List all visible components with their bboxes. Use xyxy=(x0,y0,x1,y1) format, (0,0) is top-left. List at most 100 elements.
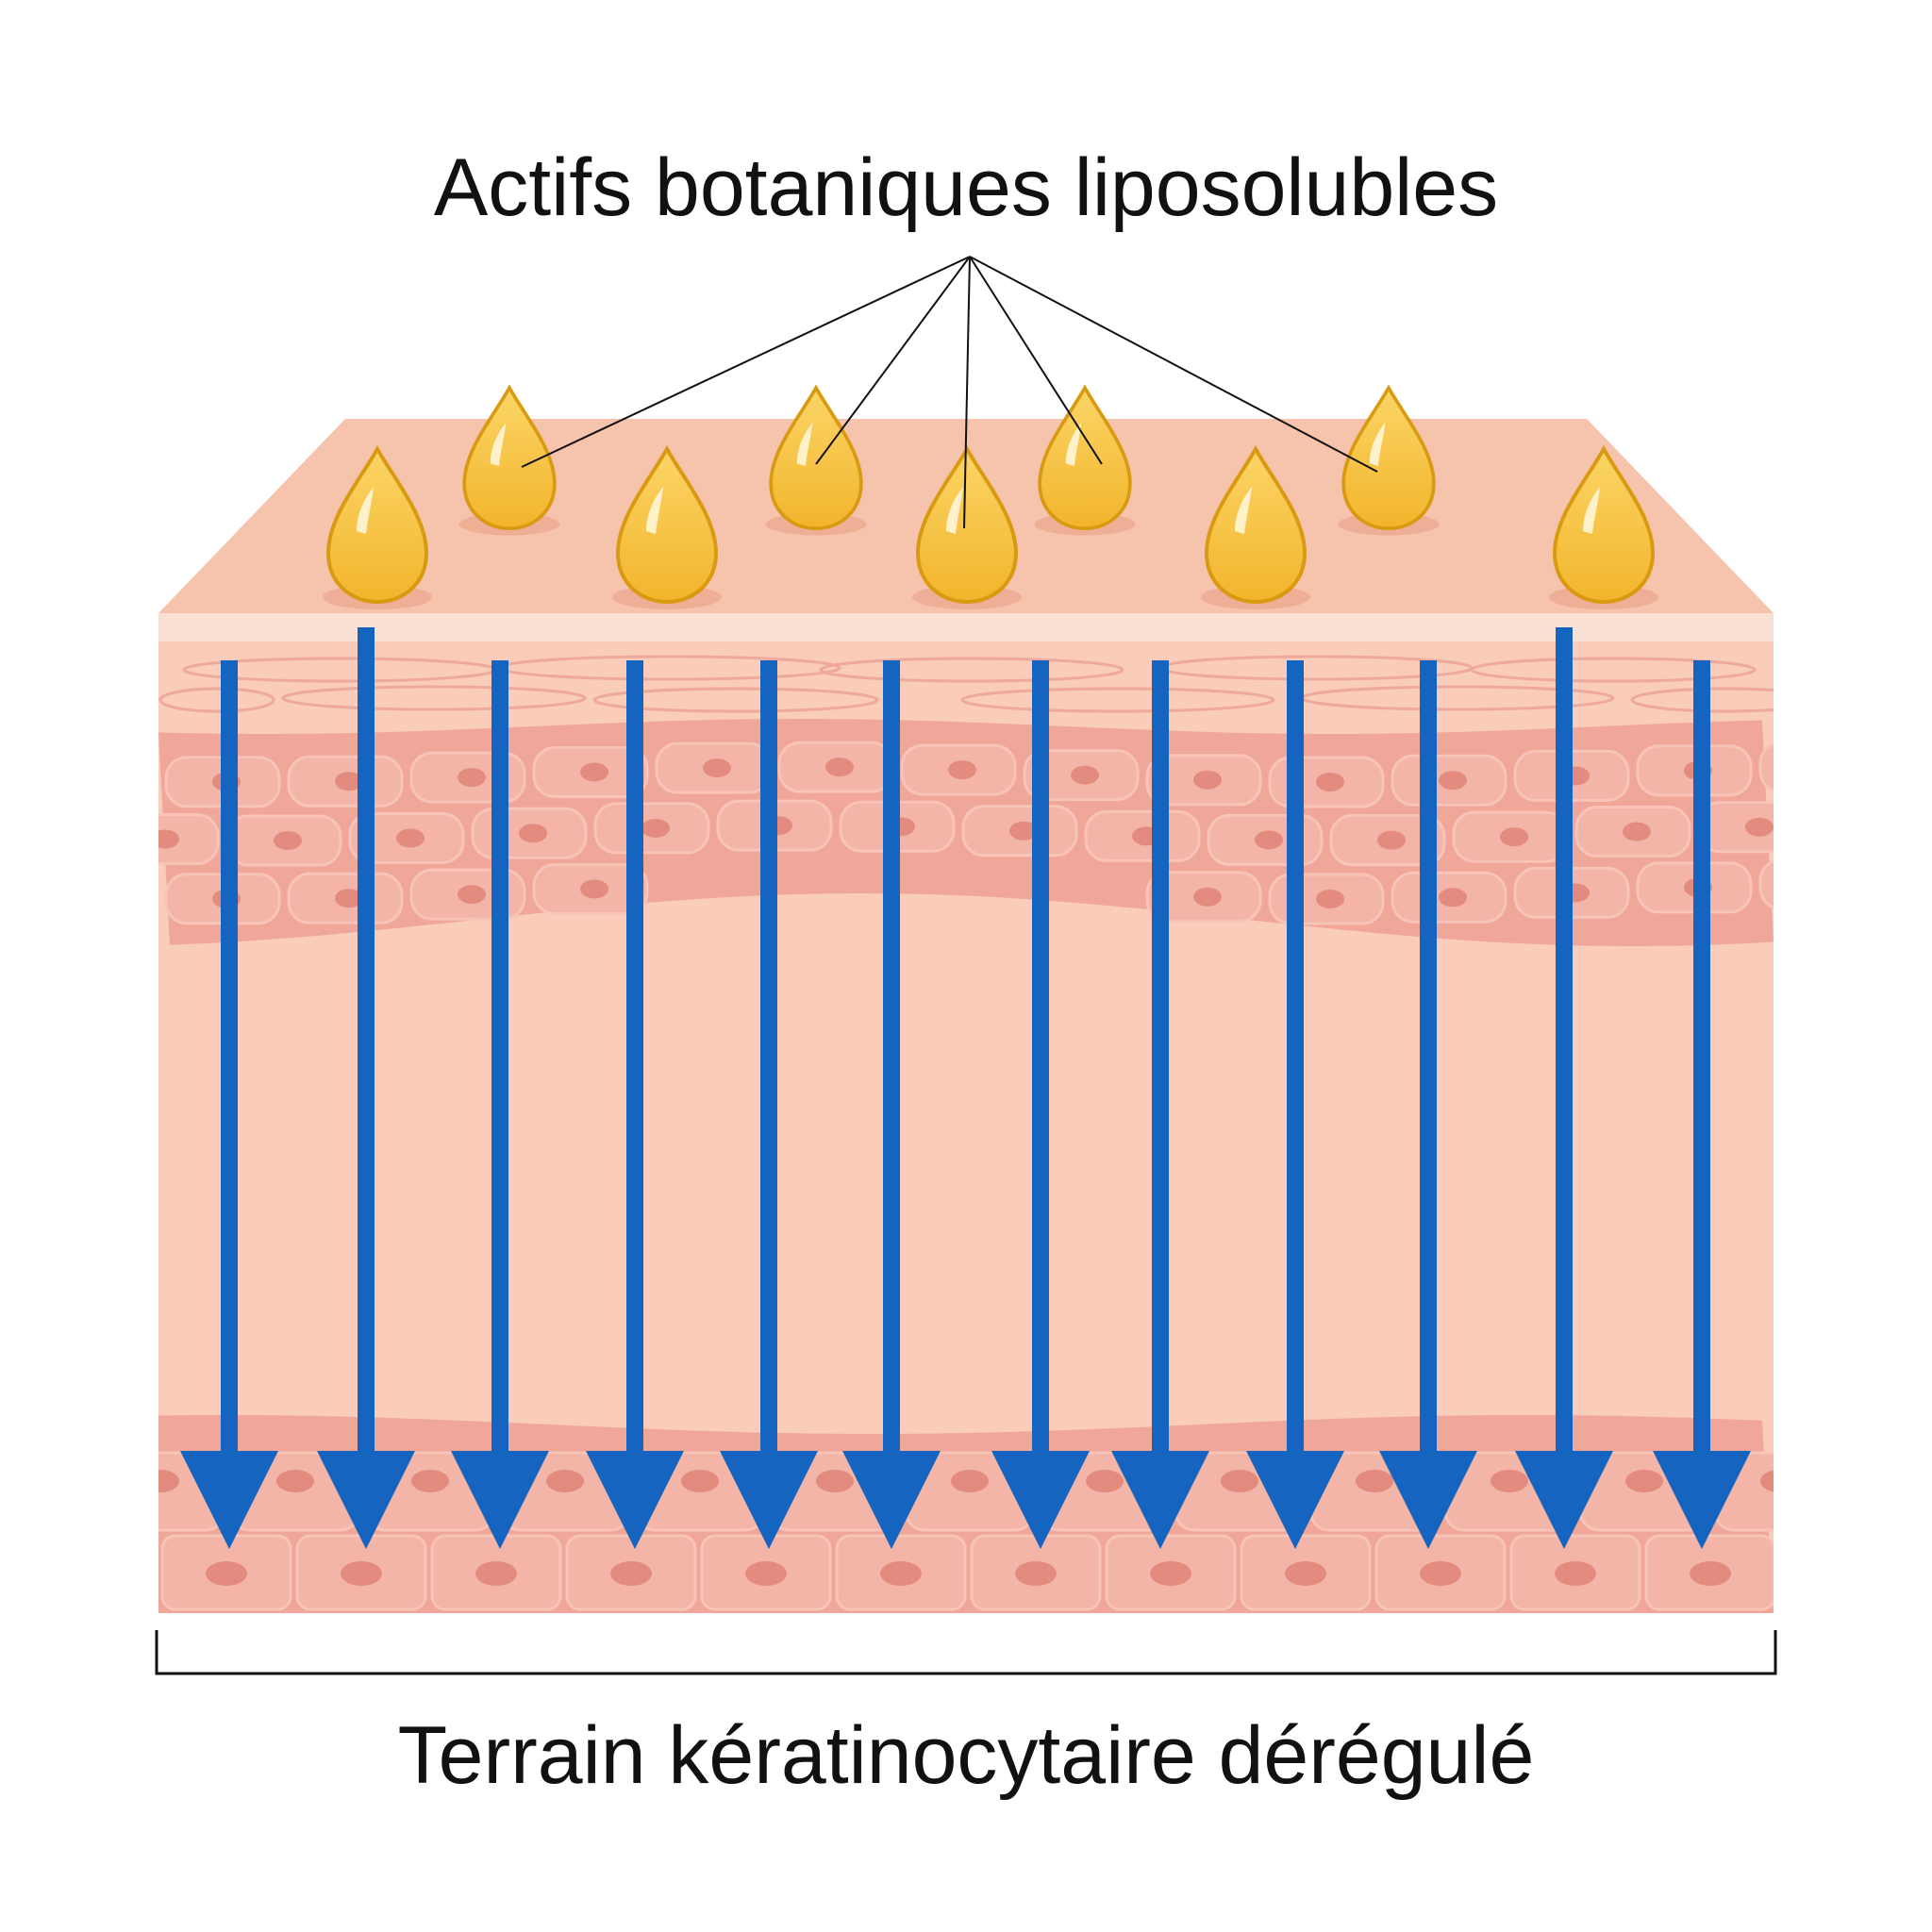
cell-nucleus xyxy=(948,760,976,780)
cell-nucleus xyxy=(703,758,731,778)
arrow-head xyxy=(720,1451,818,1549)
arrow-head xyxy=(180,1451,278,1549)
cell-nucleus xyxy=(1807,874,1835,893)
cell-nucleus xyxy=(335,772,363,791)
cell-nucleus xyxy=(1221,1470,1258,1492)
cell-nucleus xyxy=(1760,1470,1774,1492)
cell-nucleus xyxy=(1009,821,1038,841)
cell-nucleus xyxy=(158,1470,179,1492)
arrow-head xyxy=(1515,1451,1613,1549)
droplet-highlight xyxy=(796,422,813,466)
cell-nucleus xyxy=(1071,765,1099,785)
arrow-down-icon xyxy=(180,660,278,1549)
arrow-shaft xyxy=(1152,660,1169,1500)
cell-nucleus xyxy=(1623,822,1651,841)
cell-nucleus xyxy=(411,1470,449,1492)
arrow-head xyxy=(317,1451,415,1549)
leader-line xyxy=(969,256,1378,473)
arrow-down-icon xyxy=(1111,660,1209,1549)
cell-nucleus xyxy=(519,824,547,843)
arrow-head xyxy=(1653,1451,1751,1549)
cell-nucleus xyxy=(1086,1470,1124,1492)
cell-nucleus xyxy=(1150,1561,1191,1586)
oil-droplet-icon xyxy=(325,444,429,605)
cell-nucleus xyxy=(1439,771,1467,791)
cell-nucleus xyxy=(580,879,608,899)
cell-nucleus xyxy=(1316,772,1344,791)
arrow-shaft xyxy=(1287,660,1304,1500)
cell-nucleus xyxy=(1193,770,1222,790)
epidermis-cell xyxy=(1758,742,1774,792)
oil-droplet-icon xyxy=(1204,444,1307,605)
arrow-shaft xyxy=(491,660,508,1500)
droplet-body xyxy=(1038,384,1132,531)
droplet-highlight xyxy=(946,487,963,534)
droplet-highlight xyxy=(1583,487,1600,534)
arrow-down-icon xyxy=(991,660,1090,1549)
leader-line xyxy=(521,256,971,468)
arrow-shaft xyxy=(626,660,643,1500)
droplet-highlight xyxy=(357,487,374,534)
cell-nucleus xyxy=(158,829,179,849)
arrow-down-icon xyxy=(1379,660,1477,1549)
lamella xyxy=(1470,657,1757,683)
cell-nucleus xyxy=(1255,830,1283,850)
oil-droplet-icon xyxy=(915,444,1019,605)
arrow-down-icon xyxy=(1246,660,1344,1549)
arrow-shaft xyxy=(1556,627,1573,1467)
arrow-shaft xyxy=(221,660,238,1500)
arrow-shaft xyxy=(1032,660,1049,1500)
arrow-down-icon xyxy=(720,660,818,1549)
cell-nucleus xyxy=(580,762,608,782)
cell-nucleus xyxy=(641,818,670,838)
arrow-shaft xyxy=(760,660,777,1500)
cell-nucleus xyxy=(1690,1561,1731,1586)
cell-nucleus xyxy=(475,1561,517,1586)
cell-nucleus xyxy=(1807,758,1835,776)
cell-nucleus xyxy=(1377,830,1406,850)
arrow-shaft xyxy=(1693,660,1710,1500)
arrow-shaft xyxy=(883,660,900,1500)
arrow-shaft xyxy=(1420,660,1437,1500)
droplet-highlight xyxy=(1235,487,1252,534)
oil-droplet-icon xyxy=(615,444,719,605)
cell-nucleus xyxy=(1745,817,1774,837)
leader-line xyxy=(969,256,1103,465)
arrow-head xyxy=(842,1451,941,1549)
droplet-body xyxy=(462,384,557,531)
droplet-body xyxy=(1341,384,1436,531)
cell-nucleus xyxy=(1316,889,1344,908)
cell-nucleus xyxy=(681,1470,719,1492)
cell-nucleus xyxy=(1193,887,1222,907)
cell-nucleus xyxy=(816,1470,854,1492)
cell-nucleus xyxy=(1491,1470,1528,1492)
cell-nucleus xyxy=(1015,1561,1057,1586)
droplet-body xyxy=(615,444,719,605)
arrow-head xyxy=(1246,1451,1344,1549)
epidermis-cell xyxy=(1758,859,1774,909)
oil-droplet-icon xyxy=(462,384,557,531)
cell-nucleus xyxy=(1555,1561,1596,1586)
cell-nucleus xyxy=(458,885,486,905)
stratum-corneum-lamellae xyxy=(158,655,1774,713)
cell-nucleus xyxy=(880,1561,922,1586)
arrow-down-icon xyxy=(586,660,684,1549)
cell-nucleus xyxy=(1439,888,1467,908)
cell-nucleus xyxy=(274,830,302,850)
arrow-down-icon xyxy=(1515,627,1613,1549)
cell-nucleus xyxy=(1285,1561,1326,1586)
arrow-down-icon xyxy=(1653,660,1751,1549)
arrow-group xyxy=(180,627,1751,1549)
arrow-down-icon xyxy=(451,660,549,1549)
droplet-body xyxy=(915,444,1019,605)
oil-droplet-icon xyxy=(1038,384,1132,531)
arrow-shaft xyxy=(358,627,375,1467)
droplet-highlight xyxy=(490,422,507,466)
bottom-label: Terrain kératinocytaire dérégulé xyxy=(397,1710,1535,1801)
cell-nucleus xyxy=(335,889,363,908)
arrow-down-icon xyxy=(842,660,941,1549)
arrow-head xyxy=(1111,1451,1209,1549)
cell-nucleus xyxy=(341,1561,382,1586)
lamella xyxy=(158,687,275,713)
